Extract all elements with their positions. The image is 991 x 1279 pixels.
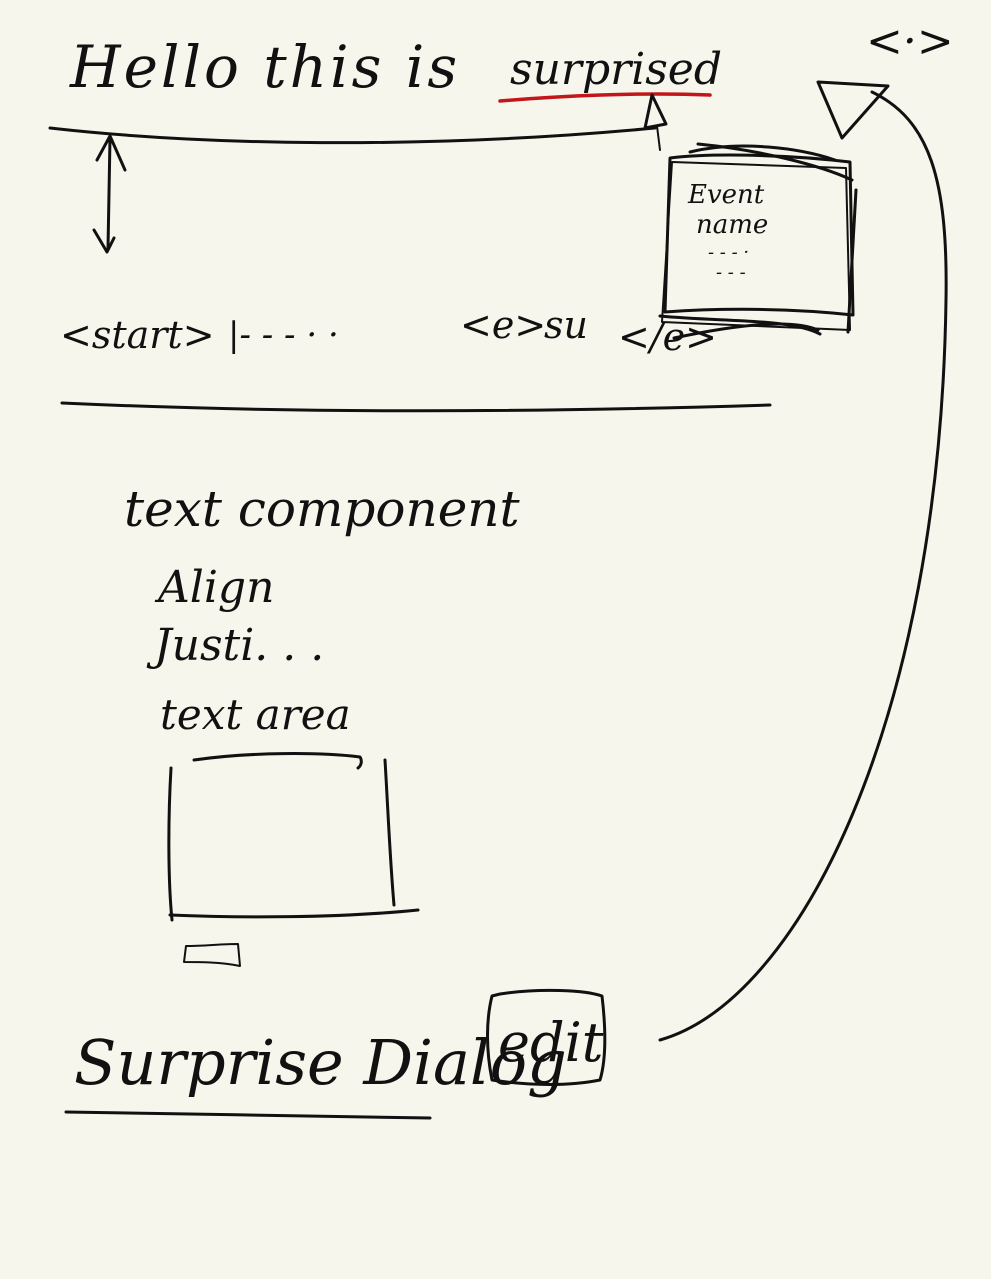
- event-detail-line2: - - -: [716, 262, 746, 283]
- event-name-title-line1: Event: [688, 180, 765, 210]
- text-area-resize-handle: [183, 943, 241, 967]
- vertical-resize-arrow-icon: [92, 134, 127, 254]
- text-area-box: [167, 752, 420, 922]
- edit-button[interactable]: edit: [498, 1011, 604, 1074]
- text-component-heading: text component: [124, 480, 520, 538]
- popup-card-frame: [658, 142, 858, 340]
- start-placeholder: |- - - · ·: [228, 315, 339, 355]
- caret-pointer-icon: [643, 93, 668, 130]
- emphasis-close-tag: </e>: [618, 315, 717, 359]
- event-detail-line1: - - - ·: [708, 242, 750, 263]
- highlighted-word: surprised: [510, 44, 723, 95]
- play-triangle-icon: [816, 80, 890, 140]
- edit-button-outline: [486, 988, 607, 1086]
- greeting-text: Hello this is: [70, 33, 461, 101]
- highlight-underline: [498, 92, 712, 103]
- align-label: Align: [158, 562, 275, 613]
- dialog-title-underline: [64, 1110, 432, 1120]
- justify-label: Justi. . .: [154, 620, 325, 671]
- dialog-title: Surprise Dialog: [74, 1026, 567, 1099]
- emphasis-open-tag: <e>: [460, 303, 547, 347]
- emphasis-text: su: [544, 303, 588, 347]
- corner-code-icon: <·>: [866, 16, 954, 67]
- event-name-title-line2: name: [696, 210, 769, 240]
- section-divider: [60, 401, 772, 413]
- flow-connector-line: [658, 90, 948, 1042]
- caret-stem: [656, 125, 661, 151]
- text-area-label: text area: [160, 690, 351, 739]
- header-divider: [48, 126, 657, 145]
- start-tag: <start>: [60, 313, 215, 357]
